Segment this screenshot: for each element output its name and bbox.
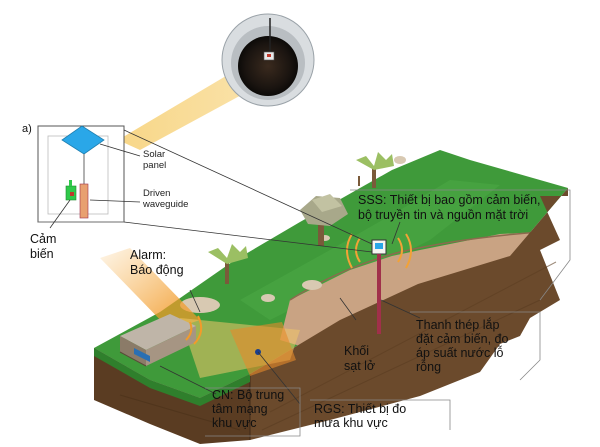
sss-label: SSS: Thiết bị bao gồm cảm biến, bộ truyề… [358, 193, 541, 222]
rocks [180, 156, 406, 313]
sensor-signal-icon [346, 233, 412, 269]
alarm-orange-patch [230, 322, 296, 376]
inset-sensor-icon [65, 180, 77, 201]
alarm-label: Alarm: Báo động [130, 248, 184, 277]
grass-edge [94, 348, 250, 406]
rain-gauge-label: RGS: Thiết bị đo mưa khu vực [314, 402, 407, 430]
landslide-label: Khối sạt lở [344, 344, 376, 373]
alarm-beam-left [100, 248, 200, 330]
borehole-photo [221, 13, 315, 107]
landslide-crack [289, 231, 541, 301]
leader-lines [49, 129, 421, 405]
panel-label: a) [22, 123, 32, 135]
station-signal-icon [185, 315, 203, 345]
solar-panel-icon [61, 125, 105, 186]
driven-waveguide-label: Driven waveguide [143, 188, 189, 210]
steel-bar-label: Thanh thép lắp đặt cảm biến, đo áp suất … [416, 318, 509, 374]
central-node-shed [119, 314, 196, 367]
sensor-label: Cảm biến [30, 232, 57, 261]
sss-sensor-station [371, 239, 387, 334]
callout-frames [205, 189, 571, 437]
solar-panel-label: Solar panel [143, 149, 167, 171]
soil-side [250, 188, 568, 440]
central-node-label: CN: Bộ trung tâm mạng khu vực [212, 388, 285, 430]
palm-tree-right [356, 152, 394, 188]
driven-waveguide-icon [79, 183, 89, 219]
low-poly-tree [300, 194, 348, 246]
palm-tree-left [208, 244, 248, 284]
